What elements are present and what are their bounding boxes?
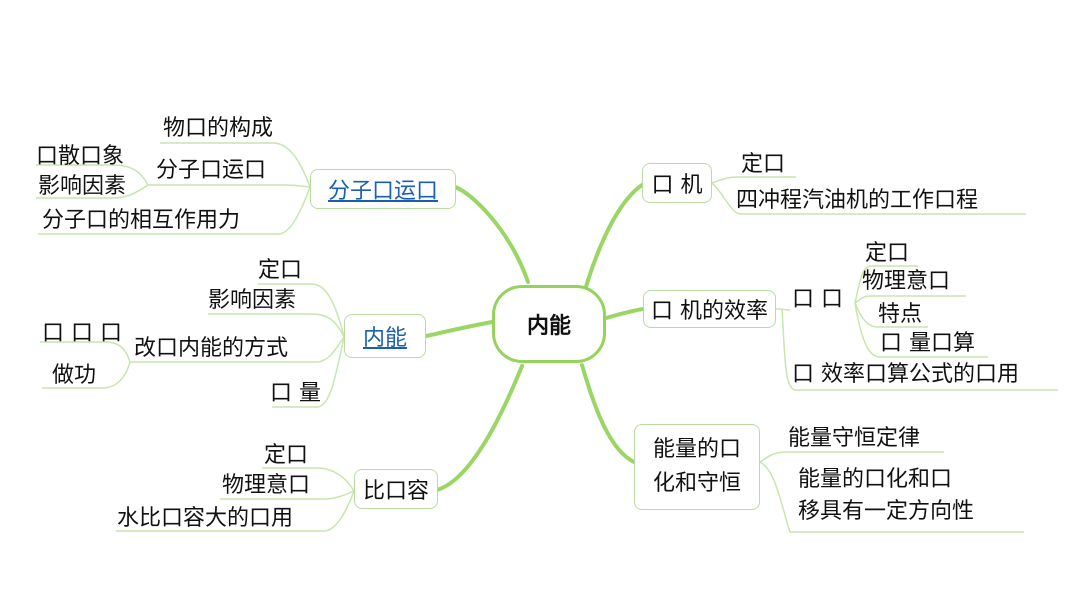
specific-heat-node[interactable]: 比口容 (354, 469, 438, 509)
internal-energy-node[interactable]: 内能 (344, 314, 426, 358)
composition-of-matter: 物口的构成 (163, 116, 274, 141)
doing-work: 做功 (52, 363, 97, 388)
molecular-motion-link[interactable]: 分子口运口 (327, 179, 438, 204)
engine-efficiency-node[interactable]: 口 机的效率 (643, 290, 776, 328)
root-label: 内能 (526, 314, 571, 339)
definition-1: 定口 (258, 258, 303, 283)
heat-engine-label: 口 机 (651, 173, 703, 198)
characteristics: 特点 (878, 302, 923, 327)
definition-4: 定口 (865, 241, 910, 266)
physical-meaning-1: 物理意口 (222, 473, 311, 498)
fuel-subtopic: 口 口 (792, 287, 843, 312)
molecular-motion-sub: 分子口运口 (156, 158, 267, 183)
law-of-energy-conservation: 能量守恒定律 (788, 426, 921, 451)
energy-conservation-node[interactable]: 能量的口 化和守恒 (634, 424, 760, 510)
definition-3: 定口 (741, 152, 786, 177)
physical-meaning-2: 物理意口 (862, 269, 951, 294)
molecular-motion-node[interactable]: 分子口运口 (310, 169, 456, 209)
water-specific-heat-application: 水比口容大的口用 (117, 506, 294, 531)
energy-transfer-direction-line-2: 移具有一定方向性 (798, 499, 975, 524)
specific-heat-label: 比口容 (362, 479, 429, 504)
internal-energy-link[interactable]: 内能 (362, 326, 407, 351)
four-stroke-engine-process: 四冲程汽油机的工作口程 (736, 188, 979, 213)
engine-efficiency-label: 口 机的效率 (651, 299, 768, 324)
energy-conservation-line-2: 化和守恒 (652, 471, 741, 496)
influencing-factors-2: 影响因素 (208, 288, 297, 313)
heat-transfer: 口 口 口 (42, 321, 122, 346)
heat-engine-node[interactable]: 口 机 (642, 163, 712, 203)
efficiency-formula-application: 口 效率口算公式的口用 (792, 362, 1019, 387)
root-node[interactable]: 内能 (492, 285, 606, 363)
heat-quantity: 口 量 (270, 381, 321, 406)
ways-to-change-internal-energy: 改口内能的方式 (134, 336, 289, 361)
diffusion-phenomenon: 口散口象 (36, 144, 125, 169)
heat-calculation: 口 量口算 (880, 331, 975, 356)
influencing-factors-1: 影响因素 (38, 174, 127, 199)
energy-conservation-line-1: 能量的口 (652, 437, 741, 462)
intermolecular-forces: 分子口的相互作用力 (42, 208, 241, 233)
energy-transfer-direction-line-1: 能量的口化和口 (798, 467, 953, 492)
definition-2: 定口 (264, 443, 309, 468)
